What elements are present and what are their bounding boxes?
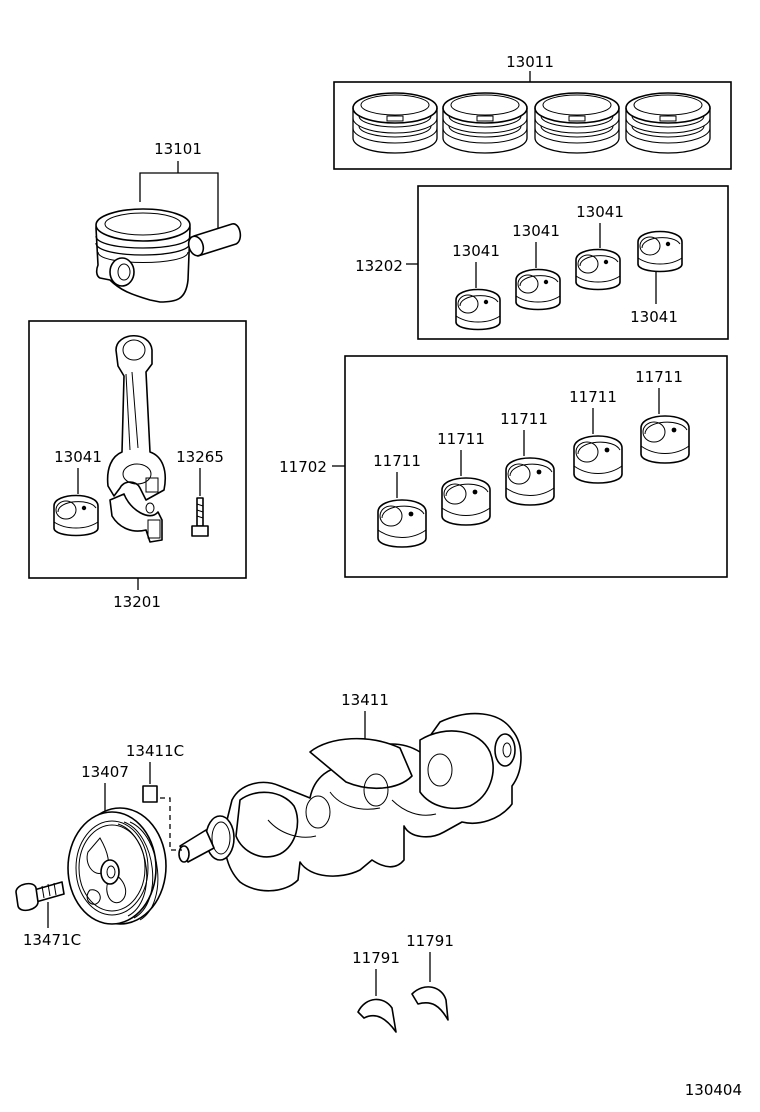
- conrod-bearing-shell-d: [637, 230, 683, 273]
- label-crankshaft: 13411: [341, 691, 389, 709]
- label-conrod-bolt: 13265: [176, 448, 224, 466]
- conrod-bearing-shell-b: [515, 268, 561, 311]
- label-main-bearing-e: 11711: [635, 368, 683, 386]
- pulley-bolt-icon: [15, 881, 65, 912]
- conrod-bearing-set-box: [417, 185, 729, 340]
- label-main-bearing-c: 11711: [500, 410, 548, 428]
- figure-number: 130404: [685, 1081, 742, 1099]
- label-conrod-bearing-c: 13041: [576, 203, 624, 221]
- piston-ring-1: [352, 92, 438, 154]
- piston-pin-icon: [187, 223, 242, 257]
- piston-ring-2: [442, 92, 528, 154]
- piston-ring-4: [625, 92, 711, 154]
- label-conrod-bearing-in-assy: 13041: [54, 448, 102, 466]
- conrod-bearing-shell-in-assy: [53, 494, 99, 537]
- piston-icon: [95, 208, 191, 303]
- label-conrod-bearing-set: 13202: [355, 257, 403, 275]
- label-main-bearing-a: 11711: [373, 452, 421, 470]
- label-conrod-assy: 13201: [113, 593, 161, 611]
- piston-group: 13101: [95, 140, 242, 303]
- label-conrod-bearing-b: 13041: [512, 222, 560, 240]
- conrod-bearing-shell-c: [575, 248, 621, 291]
- pulley-bolt-group: 13471C: [15, 881, 81, 949]
- label-main-bearing-set: 11702: [279, 458, 327, 476]
- conrod-bearing-set-group: 13202 13041 13041 13041 13041: [355, 185, 729, 340]
- conrod-bolt-icon: [191, 497, 209, 537]
- conrod-bearing-shell-a: [455, 288, 501, 331]
- pulley-group: 13407: [67, 763, 167, 925]
- label-thrust-washer-b: 11791: [406, 932, 454, 950]
- label-piston: 13101: [154, 140, 202, 158]
- crank-snout-icon: [178, 815, 235, 863]
- main-bearing-shell-b: [441, 477, 491, 526]
- label-main-bearing-b: 11711: [437, 430, 485, 448]
- main-bearing-shell-c: [505, 457, 555, 506]
- main-bearing-shell-a: [377, 499, 427, 548]
- crank-key-group: 13411C: [126, 742, 184, 851]
- thrust-washer-b-icon: [411, 986, 449, 1021]
- crank-key-icon: [142, 785, 158, 803]
- label-main-bearing-d: 11711: [569, 388, 617, 406]
- label-pulley: 13407: [81, 763, 129, 781]
- main-bearing-shell-d: [573, 435, 623, 484]
- label-thrust-washer-a: 11791: [352, 949, 400, 967]
- thrust-washer-group: 11791 11791: [352, 932, 454, 1033]
- crank-pulley-icon: [67, 807, 167, 925]
- label-crank-key: 13411C: [126, 742, 184, 760]
- piston-rings-group: 13011: [333, 53, 732, 170]
- label-conrod-bearing-d: 13041: [630, 308, 678, 326]
- label-piston-rings: 13011: [506, 53, 554, 71]
- piston-rings-box: [333, 81, 732, 170]
- crankshaft-group: 13411: [178, 691, 522, 892]
- label-pulley-bolt: 13471C: [23, 931, 81, 949]
- connecting-rod-icon: [106, 335, 166, 501]
- crankshaft-icon: [223, 712, 522, 892]
- main-bearing-shell-e: [640, 415, 690, 464]
- main-bearing-set-group: 11702 11711 11711 11711 11711 11711: [279, 355, 728, 578]
- conrod-assy-group: 13201 13041 13265: [28, 320, 247, 611]
- conrod-cap-icon: [109, 493, 163, 543]
- piston-ring-3: [534, 92, 620, 154]
- label-conrod-bearing-a: 13041: [452, 242, 500, 260]
- thrust-washer-a-icon: [357, 998, 397, 1033]
